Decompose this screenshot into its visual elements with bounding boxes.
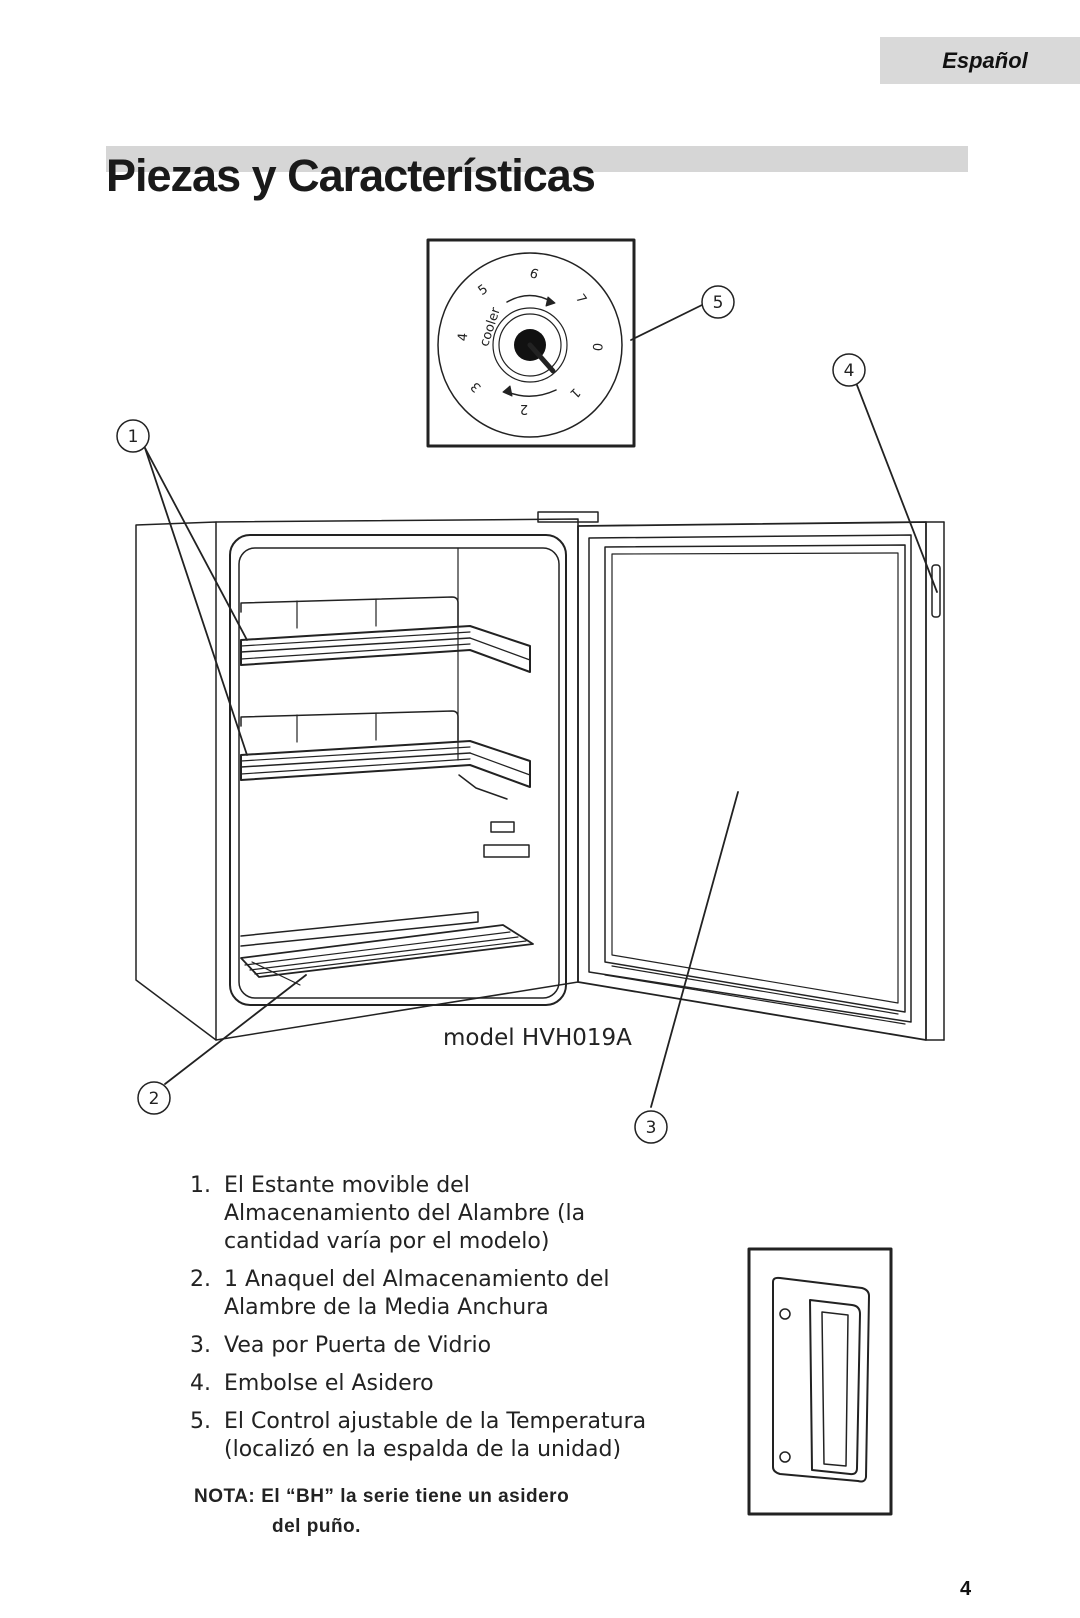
note-line-2: del puño. xyxy=(272,1516,361,1537)
note-label: NOTA: xyxy=(194,1486,256,1507)
callout-circles xyxy=(116,285,866,1144)
page-number: 4 xyxy=(960,1578,972,1600)
list-item: 5. El Control ajustable de la Temperatura… xyxy=(190,1408,650,1464)
title-bar xyxy=(106,146,968,172)
dial-number: 7 xyxy=(572,292,589,307)
dial-number: 4 xyxy=(456,332,472,342)
list-item: 2. 1 Anaquel del Almacenamiento del Alamb… xyxy=(190,1266,650,1322)
item-text: Vea por Puerta de Vidrio xyxy=(224,1333,492,1358)
page-title: Piezas y Características xyxy=(106,150,596,201)
item-text: El Control ajustable de la Temperatura (… xyxy=(224,1409,647,1462)
language-tab: Español xyxy=(880,37,1080,84)
temperature-dial xyxy=(426,238,636,448)
item-text: Embolse el Asidero xyxy=(224,1371,434,1396)
item-text: El Estante movible del Almacenamiento de… xyxy=(224,1173,586,1254)
list-item: 4. Embolse el Asidero xyxy=(190,1370,650,1398)
item-number: 2. xyxy=(190,1267,211,1292)
item-number: 1. xyxy=(190,1173,211,1198)
note-line-1: El “BH” la serie tiene un asidero xyxy=(261,1486,570,1507)
dial-word: cooler xyxy=(477,305,504,348)
glass-door xyxy=(577,521,945,1041)
model-label: model HVH019A xyxy=(443,1025,632,1051)
dial-number: 0 xyxy=(589,342,605,352)
callout-label: 5 xyxy=(713,293,724,313)
parts-list: 1. El Estante movible del Almacenamiento … xyxy=(190,1172,650,1474)
dial-number: 2 xyxy=(520,401,528,416)
callout-label: 2 xyxy=(149,1089,160,1109)
item-number: 3. xyxy=(190,1333,211,1358)
dial-number: 5 xyxy=(476,282,491,299)
item-number: 5. xyxy=(190,1409,211,1434)
item-number: 4. xyxy=(190,1371,211,1396)
wire-shelf-top xyxy=(240,596,531,673)
callout-label: 1 xyxy=(128,427,139,447)
dial-number: 6 xyxy=(527,266,540,283)
cabinet xyxy=(135,511,599,1041)
list-item: 3. Vea por Puerta de Vidrio xyxy=(190,1332,650,1360)
wire-shelf-middle xyxy=(240,710,531,788)
callout-label: 3 xyxy=(646,1118,657,1138)
list-item: 1. El Estante movible del Almacenamiento … xyxy=(190,1172,650,1256)
wire-shelf-bottom xyxy=(240,911,534,986)
item-text: 1 Anaquel del Almacenamiento del Alambre… xyxy=(224,1267,610,1320)
callout-label: 4 xyxy=(844,361,855,381)
note: NOTA:El “BH” la serie tiene un asidero d… xyxy=(194,1482,674,1542)
dial-number: 1 xyxy=(566,384,582,400)
pocket-handle-inset xyxy=(747,1247,893,1516)
dial-number: 3 xyxy=(468,378,484,394)
leader-lines xyxy=(144,304,938,1108)
